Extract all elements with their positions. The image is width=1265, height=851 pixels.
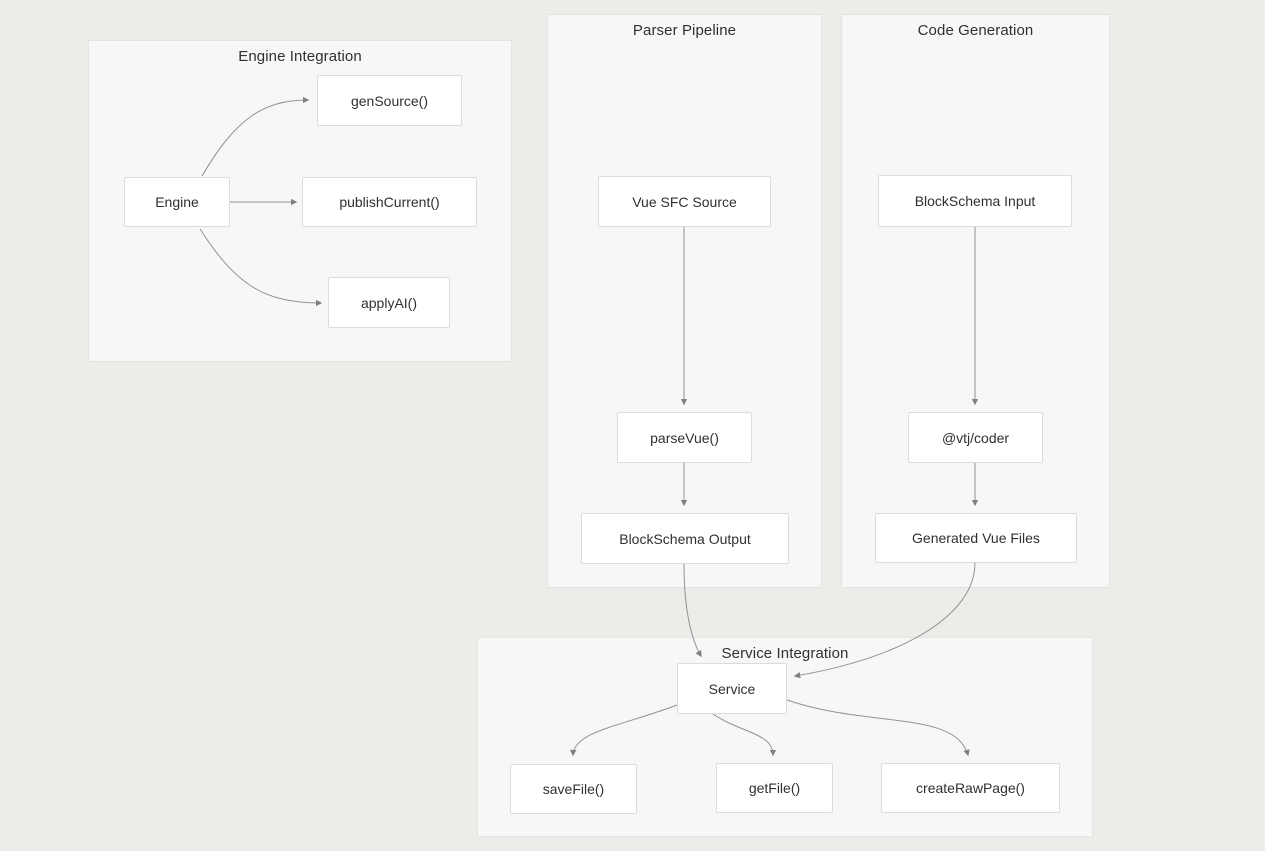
node-parsevue-label: parseVue() — [650, 429, 719, 446]
group-title-engine-integration: Engine Integration — [238, 48, 362, 65]
node-engine-label: Engine — [155, 194, 199, 210]
node-getfile-label: getFile() — [748, 780, 801, 796]
node-applyai-label: applyAI() — [360, 294, 418, 311]
group-code-generation: Code Generation — [841, 14, 1110, 588]
node-applyai[interactable]: applyAI() — [328, 277, 450, 328]
node-createrawpage-label: createRawPage() — [916, 780, 1025, 796]
node-publishcurrent[interactable]: publishCurrent() — [302, 177, 477, 227]
node-savefile[interactable]: saveFile() — [510, 764, 637, 814]
group-title-service-integration: Service Integration — [721, 645, 849, 662]
node-blockschemainput-label: BlockSchema Input — [914, 193, 1036, 209]
node-savefile-label: saveFile() — [542, 781, 605, 797]
node-createrawpage[interactable]: createRawPage() — [881, 763, 1060, 813]
node-blockschemainput[interactable]: BlockSchema Input — [878, 175, 1072, 227]
group-parser-pipeline: Parser Pipeline — [547, 14, 822, 588]
node-blockschemaoutput-label: BlockSchema Output — [619, 530, 751, 547]
node-vuesfcsource[interactable]: Vue SFC Source — [598, 176, 771, 227]
node-getfile[interactable]: getFile() — [716, 763, 833, 813]
node-service[interactable]: Service — [677, 663, 787, 714]
node-engine[interactable]: Engine — [124, 177, 230, 227]
node-gensource[interactable]: genSource() — [317, 75, 462, 126]
node-vuesfcsource-label: Vue SFC Source — [632, 193, 737, 210]
node-vtjcoder[interactable]: @vtj/coder — [908, 412, 1043, 463]
node-generatedvuefiles-label: Generated Vue Files — [912, 530, 1040, 546]
node-service-label: Service — [708, 680, 756, 697]
group-title-code-generation: Code Generation — [917, 22, 1034, 39]
node-parsevue[interactable]: parseVue() — [617, 412, 752, 463]
node-vtjcoder-label: @vtj/coder — [941, 429, 1010, 446]
group-title-parser-pipeline: Parser Pipeline — [632, 22, 737, 39]
node-gensource-label: genSource() — [350, 92, 429, 109]
node-blockschemaoutput[interactable]: BlockSchema Output — [581, 513, 789, 564]
node-publishcurrent-label: publishCurrent() — [339, 194, 440, 210]
node-generatedvuefiles[interactable]: Generated Vue Files — [875, 513, 1077, 563]
